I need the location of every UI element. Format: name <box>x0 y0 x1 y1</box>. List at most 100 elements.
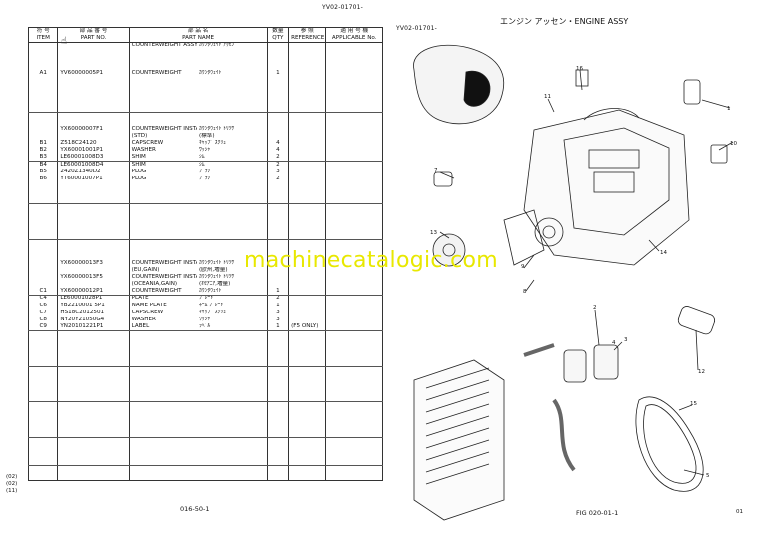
callout-5: 5 <box>706 473 710 479</box>
cell-part-no <box>57 211 130 219</box>
cell-part-name-jp <box>197 189 267 196</box>
cell-applicable <box>325 473 383 482</box>
cell-applicable <box>325 70 383 78</box>
cell-applicable <box>325 104 383 113</box>
table-row <box>27 338 383 346</box>
cell-qty <box>266 224 289 232</box>
table-row: (STD)(標準) <box>27 133 383 141</box>
watermark: machinecatalogic.com <box>244 248 498 273</box>
right-page: YV02-01701- FIG 020-01-1 01 <box>384 0 768 533</box>
table-row <box>27 211 383 219</box>
cell-part-no <box>57 267 130 275</box>
cell-reference <box>288 373 326 381</box>
cell-applicable <box>325 196 383 205</box>
cell-applicable <box>325 203 383 212</box>
cell-part-no <box>57 239 130 247</box>
cell-item <box>27 97 58 105</box>
cell-applicable <box>325 49 383 57</box>
cell-part-name <box>128 84 197 92</box>
cell-part-name <box>128 358 197 367</box>
col-app-jp: 適 用 号 機 <box>325 26 383 35</box>
cell-reference <box>288 287 326 296</box>
cell-qty <box>266 401 289 410</box>
fig-label: FIG 020-01-1 <box>576 509 619 517</box>
cell-qty <box>266 246 289 254</box>
cell-item <box>27 196 58 205</box>
cell-part-name-jp <box>197 211 267 218</box>
table-row <box>27 387 383 395</box>
cell-item <box>27 218 58 225</box>
cell-applicable <box>325 373 383 381</box>
table-row <box>27 77 383 85</box>
cell-item <box>27 422 58 430</box>
cell-part-name-jp: ｼﾑ <box>197 154 268 162</box>
cell-part-name-jp: (標準) <box>199 133 215 139</box>
cell-applicable <box>325 274 383 282</box>
cell-reference <box>288 239 326 247</box>
cell-reference <box>288 42 326 50</box>
cell-part-name <box>128 49 197 57</box>
cell-part-name <box>128 182 197 190</box>
table-row <box>27 97 383 105</box>
cell-reference <box>288 203 326 212</box>
cell-part-name <box>128 203 197 212</box>
cell-applicable <box>325 316 383 324</box>
cell-item: C8 <box>27 316 58 324</box>
cell-reference <box>288 330 326 339</box>
cell-applicable <box>325 239 383 247</box>
cell-applicable <box>325 224 383 232</box>
cell-reference <box>288 444 326 452</box>
cell-applicable <box>325 231 383 240</box>
cell-qty: 1 <box>266 287 289 296</box>
cell-part-name <box>128 97 197 105</box>
cell-applicable <box>325 189 383 197</box>
col-ref-jp: 参 照 <box>288 26 326 35</box>
side-id: (02) <box>6 474 18 480</box>
cell-part-name <box>128 351 197 359</box>
cell-item <box>27 84 58 92</box>
cell-part-name <box>128 218 197 225</box>
cell-item: C4 <box>27 295 58 303</box>
cell-applicable <box>325 351 383 359</box>
cell-part-no <box>57 473 130 482</box>
cell-part-no <box>57 444 130 452</box>
cell-part-no <box>57 182 130 190</box>
cell-qty <box>266 189 289 197</box>
cell-item: C1 <box>27 287 58 296</box>
cell-reference <box>288 63 326 71</box>
cell-qty <box>266 231 289 240</box>
cell-qty <box>266 133 289 141</box>
cell-part-no <box>57 218 130 225</box>
cell-part-name: SHIM <box>128 154 197 162</box>
cell-qty: 4 <box>266 147 289 155</box>
cell-part-name-jp <box>197 358 268 367</box>
cell-part-no <box>57 387 130 395</box>
col-item: ITEM <box>27 34 58 43</box>
cell-part-name <box>128 429 197 438</box>
col-item-jp: 符 号 <box>27 26 58 35</box>
callout-14: 14 <box>660 250 667 256</box>
cell-item: B2 <box>27 147 58 155</box>
cell-qty <box>266 104 289 113</box>
cell-qty: 3 <box>266 309 289 317</box>
side-ids: (02) (02) (11) <box>6 474 17 495</box>
col-app: APPLICABLE No. <box>325 34 383 43</box>
cell-part-no <box>57 465 130 474</box>
cell-qty <box>266 345 289 352</box>
cell-reference <box>288 70 326 78</box>
cell-part-name <box>128 91 197 98</box>
table-row <box>27 56 383 64</box>
cell-applicable <box>325 465 383 474</box>
cell-part-name-jp: ｷｬｯﾌﾟ ｽｸﾘｭ <box>199 140 226 146</box>
cell-item <box>27 189 58 197</box>
cell-qty: 4 <box>266 140 289 148</box>
cell-item <box>27 345 58 352</box>
cell-applicable <box>325 56 383 64</box>
cell-item <box>27 451 58 459</box>
cell-applicable <box>325 444 383 452</box>
cell-part-no <box>57 345 130 352</box>
cell-item: B4 <box>27 161 58 169</box>
col-ref: REFERENCE <box>288 34 326 43</box>
cell-part-no <box>57 415 130 423</box>
table-row <box>27 465 383 474</box>
